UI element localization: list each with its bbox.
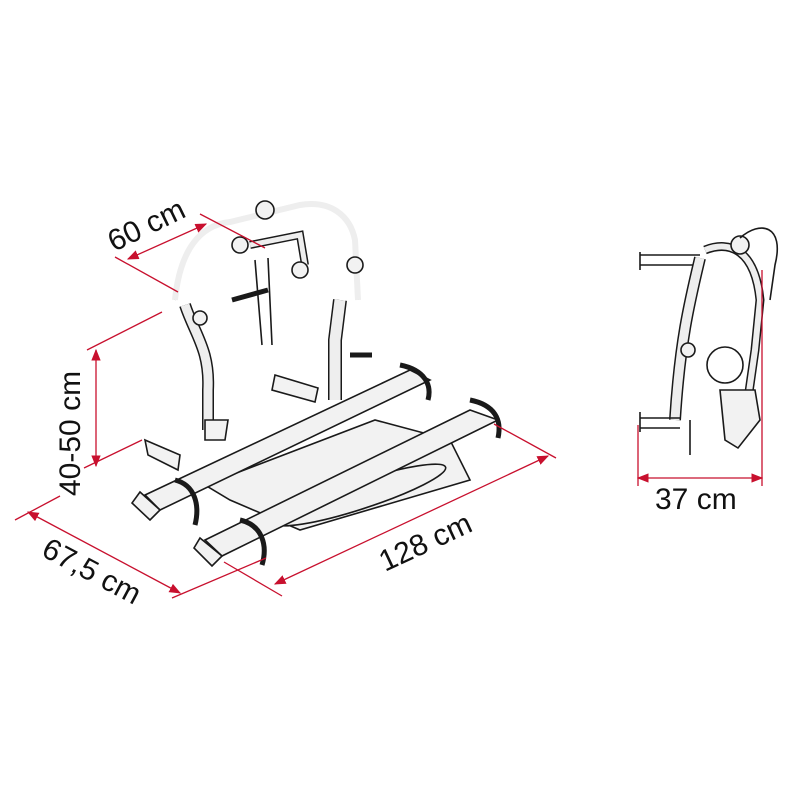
dimension-label-67-5cm: 67,5 cm xyxy=(37,532,147,611)
rack-side-view-drawing xyxy=(639,227,778,455)
dimension-side-depth: 37 cm xyxy=(636,270,764,516)
dimension-label-37cm: 37 cm xyxy=(655,483,737,516)
dimension-label-60cm: 60 cm xyxy=(103,193,191,258)
rack-perspective-drawing xyxy=(130,200,502,568)
dimension-label-128cm: 128 cm xyxy=(374,507,477,578)
dimension-height: 40-50 cm xyxy=(54,311,163,496)
dimension-label-40-50cm: 40-50 cm xyxy=(54,371,87,496)
